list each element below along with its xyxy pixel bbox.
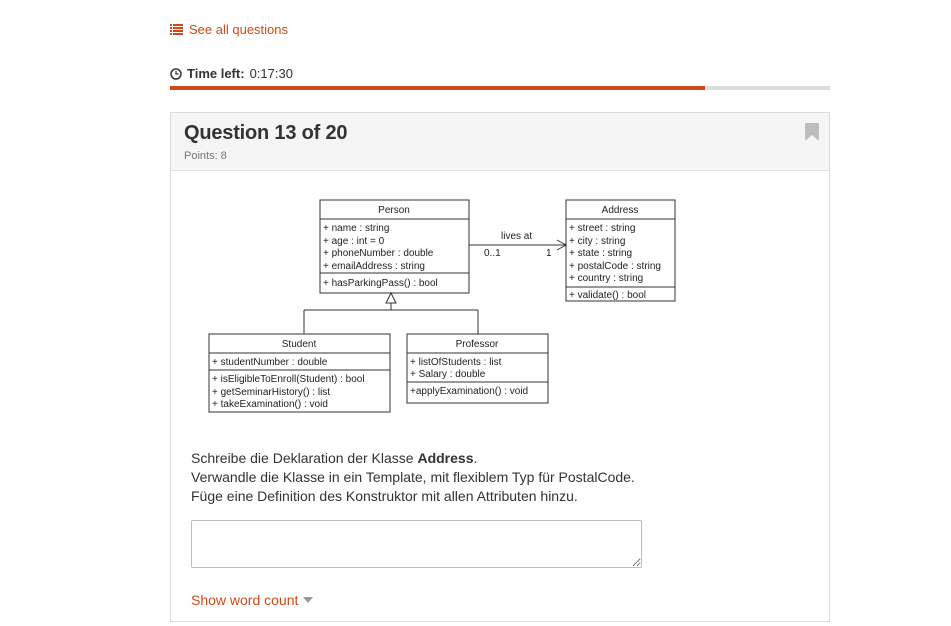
address-attr: + postalCode : string: [569, 261, 661, 272]
professor-attr: + Salary : double: [410, 369, 486, 380]
professor-class: Professor + listOfStudents : list + Sala…: [406, 333, 549, 404]
person-attr: + age : int = 0: [323, 236, 385, 247]
address-attr: + country : string: [569, 273, 643, 284]
address-attr: + state : string: [569, 248, 632, 259]
person-method: + hasParkingPass() : bool: [323, 278, 438, 289]
student-method: + takeExamination() : void: [212, 399, 328, 410]
question-prompt: Schreibe die Deklaration der Klasse Addr…: [191, 449, 635, 506]
student-method: + isEligibleToEnroll(Student) : bool: [212, 374, 365, 385]
inheritance-lines: [303, 291, 479, 334]
caret-down-icon: [303, 597, 314, 603]
student-attr: + studentNumber : double: [212, 357, 328, 368]
address-class: Address + street : string + city : strin…: [565, 199, 676, 302]
show-word-count-label: Show word count: [191, 592, 299, 608]
lives-at-association: lives at 0..1 1: [469, 231, 568, 259]
address-method: + validate() : bool: [569, 290, 646, 301]
person-class: Person + name : string + age : int = 0 +…: [319, 199, 470, 294]
student-class-name: Student: [282, 339, 317, 350]
show-word-count-toggle[interactable]: Show word count: [191, 592, 314, 608]
address-class-name: Address: [602, 205, 639, 216]
uml-class-diagram: Person + name : string + age : int = 0 +…: [208, 199, 676, 413]
address-attr: + city : string: [569, 236, 625, 247]
question-points: Points: 8: [184, 150, 227, 162]
bookmark-icon[interactable]: [805, 123, 819, 141]
time-progress-fill: [170, 86, 705, 90]
timer: Time left: 0:17:30: [170, 66, 293, 81]
address-attr: + street : string: [569, 223, 635, 234]
association-mult-to: 1: [546, 248, 552, 259]
question-title: Question 13 of 20: [184, 122, 348, 144]
clock-icon: [170, 67, 182, 80]
person-attr: + emailAddress : string: [323, 261, 425, 272]
association-mult-from: 0..1: [484, 248, 501, 259]
time-left-label: Time left:: [187, 66, 245, 81]
prompt-line-1: Schreibe die Deklaration der Klasse Addr…: [191, 450, 478, 466]
professor-attr: + listOfStudents : list: [410, 357, 502, 368]
person-class-name: Person: [378, 205, 410, 216]
time-left-value: 0:17:30: [249, 66, 293, 81]
professor-class-name: Professor: [456, 339, 499, 350]
list-icon: [170, 24, 183, 35]
person-attr: + phoneNumber : double: [323, 248, 434, 259]
time-progress-bar: [170, 86, 830, 90]
student-method: + getSeminarHistory() : list: [212, 387, 330, 398]
professor-method: +applyExamination() : void: [410, 386, 528, 397]
see-all-questions-label: See all questions: [189, 22, 289, 37]
prompt-line-3: Füge eine Definition des Konstruktor mit…: [191, 488, 578, 504]
question-card: Question 13 of 20 Points: 8 Person + nam…: [170, 112, 830, 622]
prompt-class-name: Address: [417, 450, 474, 466]
person-attr: + name : string: [323, 223, 389, 234]
association-label: lives at: [501, 231, 532, 242]
answer-textarea[interactable]: [191, 520, 642, 568]
student-class: Student + studentNumber : double + isEli…: [208, 333, 391, 413]
see-all-questions-link[interactable]: See all questions: [170, 22, 288, 37]
question-header: Question 13 of 20 Points: 8: [171, 113, 829, 171]
prompt-line-2: Verwandle die Klasse in ein Template, mi…: [191, 469, 635, 485]
